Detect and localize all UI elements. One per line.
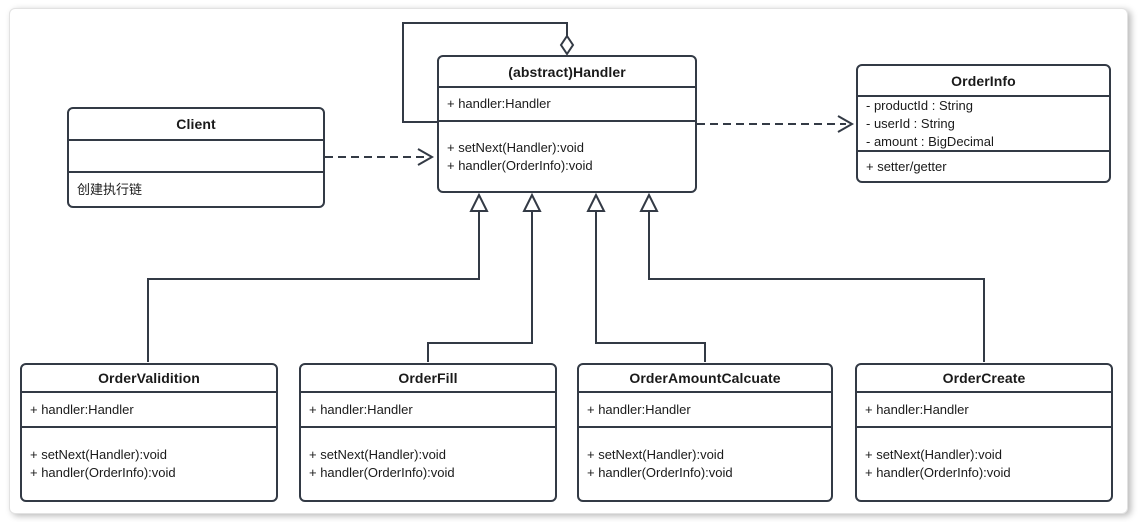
class-title: OrderInfo xyxy=(858,66,1109,97)
inheritance-triangle-icon xyxy=(522,192,542,212)
method-item: + setNext(Handler):void xyxy=(30,447,167,462)
class-methods: + setNext(Handler):void + handler(OrderI… xyxy=(439,122,695,191)
open-arrowhead-icon xyxy=(417,148,435,166)
method-item: 创建执行链 xyxy=(77,181,143,197)
class-box-orderamountcalcuate: OrderAmountCalcuate + handler:Handler + … xyxy=(577,363,833,502)
dependency-arrow-client-to-handler xyxy=(325,148,435,166)
class-title: OrderAmountCalcuate xyxy=(579,365,831,393)
method-item: + handler(OrderInfo):void xyxy=(309,465,455,480)
class-title: OrderValidition xyxy=(22,365,276,393)
attribute-item: + handler:Handler xyxy=(30,401,134,417)
class-methods: + setNext(Handler):void + handler(OrderI… xyxy=(22,428,276,500)
inheritance-triangle-icon xyxy=(639,192,659,212)
method-item: + setter/getter xyxy=(866,158,947,174)
class-methods: + setNext(Handler):void + handler(OrderI… xyxy=(579,428,831,500)
method-item: + setNext(Handler):void xyxy=(309,447,446,462)
dependency-arrow-handler-to-orderinfo xyxy=(697,115,855,133)
method-item: + handler(OrderInfo):void xyxy=(447,157,593,173)
class-attributes: + handler:Handler xyxy=(857,393,1111,428)
class-title: OrderFill xyxy=(301,365,555,393)
attribute-item: + handler:Handler xyxy=(587,401,691,417)
class-box-handler: (abstract)Handler + handler:Handler + se… xyxy=(437,55,697,193)
inheritance-arrow-orderfill-to-handler xyxy=(427,192,542,362)
inheritance-triangle-icon xyxy=(469,192,489,212)
class-title: OrderCreate xyxy=(857,365,1111,393)
attribute-item: + handler:Handler xyxy=(865,401,969,417)
self-aggregation-connector-handler xyxy=(402,22,575,123)
class-attributes: + handler:Handler xyxy=(579,393,831,428)
aggregation-diamond-icon xyxy=(559,34,575,56)
class-title: Client xyxy=(69,109,323,141)
attribute-item: - productId : String xyxy=(866,97,973,113)
method-item: + handler(OrderInfo):void xyxy=(587,465,733,480)
class-attributes: - productId : String - userId : String -… xyxy=(858,97,1109,152)
open-arrowhead-icon xyxy=(837,115,855,133)
method-item: + handler(OrderInfo):void xyxy=(865,465,1011,480)
method-item: + setNext(Handler):void xyxy=(865,447,1002,462)
inheritance-arrow-orderamountcalcuate-to-handler xyxy=(586,192,706,362)
class-attributes: + handler:Handler xyxy=(301,393,555,428)
class-title: (abstract)Handler xyxy=(439,57,695,88)
class-box-ordercreate: OrderCreate + handler:Handler + setNext(… xyxy=(855,363,1113,502)
inheritance-arrow-ordervalidition-to-handler xyxy=(147,192,489,362)
class-box-orderfill: OrderFill + handler:Handler + setNext(Ha… xyxy=(299,363,557,502)
method-item: + handler(OrderInfo):void xyxy=(30,465,176,480)
attribute-item: - amount : BigDecimal xyxy=(866,133,994,149)
method-item: + setNext(Handler):void xyxy=(587,447,724,462)
class-box-orderinfo: OrderInfo - productId : String - userId … xyxy=(856,64,1111,183)
attribute-item: + handler:Handler xyxy=(447,96,551,111)
inheritance-triangle-icon xyxy=(586,192,606,212)
attribute-item: + handler:Handler xyxy=(309,401,413,417)
inheritance-arrow-ordercreate-to-handler xyxy=(639,192,985,362)
class-methods: + setNext(Handler):void + handler(OrderI… xyxy=(857,428,1111,500)
class-attributes: + handler:Handler xyxy=(22,393,276,428)
class-methods: + setter/getter xyxy=(858,152,1109,181)
class-attributes-empty xyxy=(69,141,323,173)
class-box-client: Client 创建执行链 xyxy=(67,107,325,208)
class-methods: 创建执行链 xyxy=(69,173,323,206)
attribute-item: - userId : String xyxy=(866,115,955,131)
class-attributes: + handler:Handler xyxy=(439,88,695,122)
class-box-ordervalidition: OrderValidition + handler:Handler + setN… xyxy=(20,363,278,502)
class-methods: + setNext(Handler):void + handler(OrderI… xyxy=(301,428,555,500)
method-item: + setNext(Handler):void xyxy=(447,139,584,155)
